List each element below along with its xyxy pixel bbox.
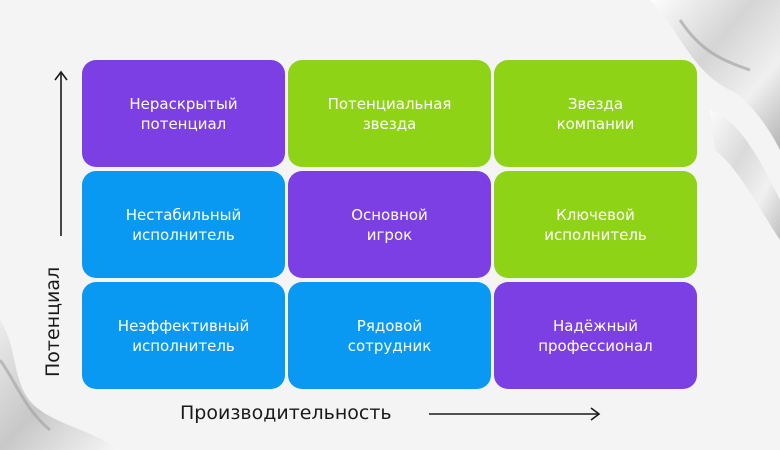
cell-label: Надёжный профессионал	[538, 316, 653, 355]
x-axis-arrow	[429, 407, 601, 421]
cell-label: Неэффективный исполнитель	[117, 316, 250, 355]
matrix-cell: Нераскрытый потенциал	[82, 60, 285, 167]
cell-label: Звезда компании	[556, 94, 635, 133]
cell-label: Рядовой сотрудник	[347, 316, 432, 355]
cell-label: Нестабильный исполнитель	[125, 205, 242, 244]
matrix-cell: Ключевой исполнитель	[494, 171, 697, 278]
x-axis-label: Производительность	[180, 402, 392, 424]
performance-potential-matrix: Нераскрытый потенциал Потенциальная звез…	[82, 60, 697, 389]
y-axis-arrow	[54, 70, 68, 236]
cell-label: Основной игрок	[351, 205, 428, 244]
cell-label: Ключевой исполнитель	[544, 205, 647, 244]
matrix-cell: Надёжный профессионал	[494, 282, 697, 389]
matrix-cell: Потенциальная звезда	[288, 60, 491, 167]
cell-label: Нераскрытый потенциал	[129, 94, 238, 133]
matrix-cell: Нестабильный исполнитель	[82, 171, 285, 278]
matrix-cell: Звезда компании	[494, 60, 697, 167]
matrix-cell: Неэффективный исполнитель	[82, 282, 285, 389]
matrix-cell: Основной игрок	[288, 171, 491, 278]
cell-label: Потенциальная звезда	[327, 94, 452, 133]
y-axis-label: Потенциал	[42, 266, 64, 377]
matrix-cell: Рядовой сотрудник	[288, 282, 491, 389]
